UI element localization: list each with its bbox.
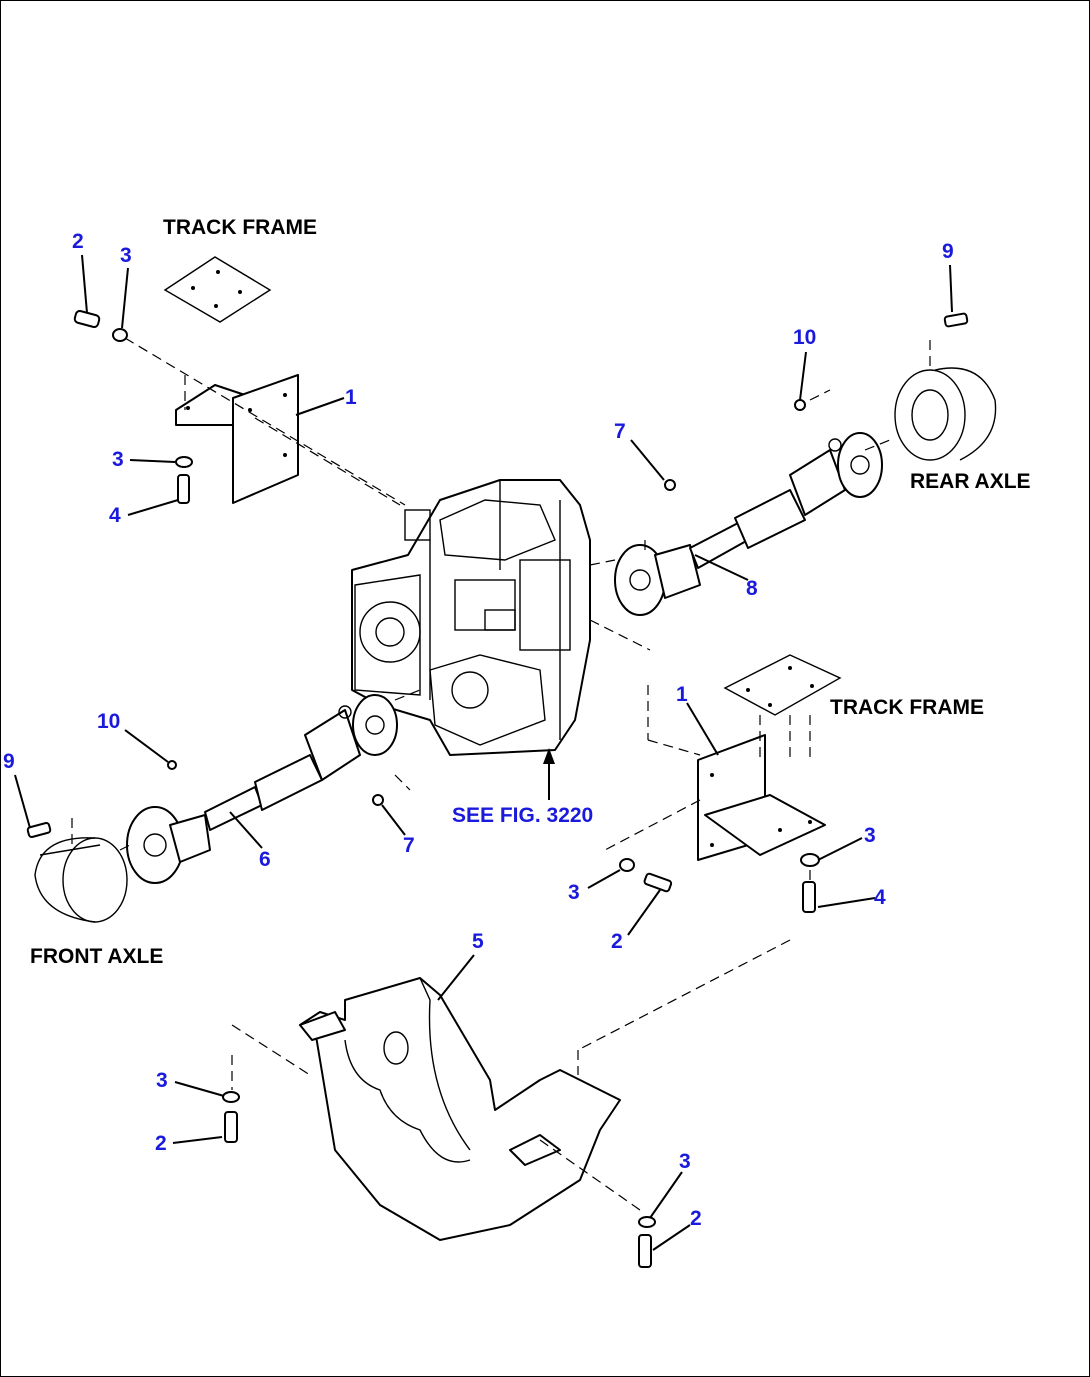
callout-9: 9 — [3, 750, 15, 773]
assembly-lines — [71, 337, 931, 1211]
callout-2: 2 — [690, 1207, 702, 1230]
label-track-frame-top: TRACK FRAME — [163, 216, 317, 239]
callout-3: 3 — [568, 881, 580, 904]
callout-3: 3 — [156, 1069, 168, 1092]
bolt-left — [177, 474, 190, 504]
bolt-mid — [643, 872, 673, 893]
bolt-guard-left — [222, 1091, 240, 1143]
washer-right — [800, 853, 820, 867]
track-frame-plate-top — [163, 256, 272, 323]
callout-7: 7 — [614, 420, 626, 443]
grease-fitting-bottom — [372, 794, 384, 806]
front-axle-flange — [34, 837, 128, 923]
callout-6: 6 — [259, 848, 271, 871]
transmission-housing — [351, 479, 591, 756]
front-driveshaft — [126, 694, 398, 884]
callout-1: 1 — [676, 683, 688, 706]
label-see-fig: SEE FIG. 3220 — [452, 804, 593, 827]
callout-8: 8 — [746, 577, 758, 600]
bracket-left — [175, 374, 299, 504]
bracket-right — [697, 734, 826, 861]
callout-9: 9 — [942, 240, 954, 263]
washer-topleft — [112, 328, 128, 342]
callout-10: 10 — [793, 326, 816, 349]
grease-fitting-rear — [794, 399, 806, 411]
label-track-frame-right: TRACK FRAME — [830, 696, 984, 719]
label-front-axle: FRONT AXLE — [30, 945, 163, 968]
callout-4: 4 — [874, 886, 886, 909]
callout-4: 4 — [109, 504, 121, 527]
leader-lines — [14, 254, 953, 1251]
callout-3: 3 — [112, 448, 124, 471]
bolt-topleft — [73, 309, 101, 329]
rear-axle-flange — [894, 367, 997, 461]
bolt-front-axle — [26, 821, 52, 839]
label-rear-axle: REAR AXLE — [910, 470, 1031, 493]
callout-1: 1 — [345, 386, 357, 409]
undercover-guard — [299, 977, 621, 1241]
callout-3: 3 — [679, 1150, 691, 1173]
bolt-rear-axle — [943, 312, 969, 328]
callout-10: 10 — [97, 710, 120, 733]
washer-left — [175, 456, 193, 468]
callout-2: 2 — [155, 1132, 167, 1155]
track-frame-plate-right — [723, 654, 842, 716]
callout-5: 5 — [472, 930, 484, 953]
bolt-right — [802, 881, 816, 913]
grease-fitting-left — [167, 760, 177, 770]
washer-mid — [619, 858, 635, 872]
callout-2: 2 — [611, 930, 623, 953]
callout-2: 2 — [72, 230, 84, 253]
callout-7: 7 — [403, 834, 415, 857]
callout-3: 3 — [120, 244, 132, 267]
bolt-guard-right — [638, 1216, 656, 1268]
grease-fitting-top — [664, 479, 676, 491]
rear-driveshaft — [614, 432, 883, 616]
callout-3: 3 — [864, 824, 876, 847]
